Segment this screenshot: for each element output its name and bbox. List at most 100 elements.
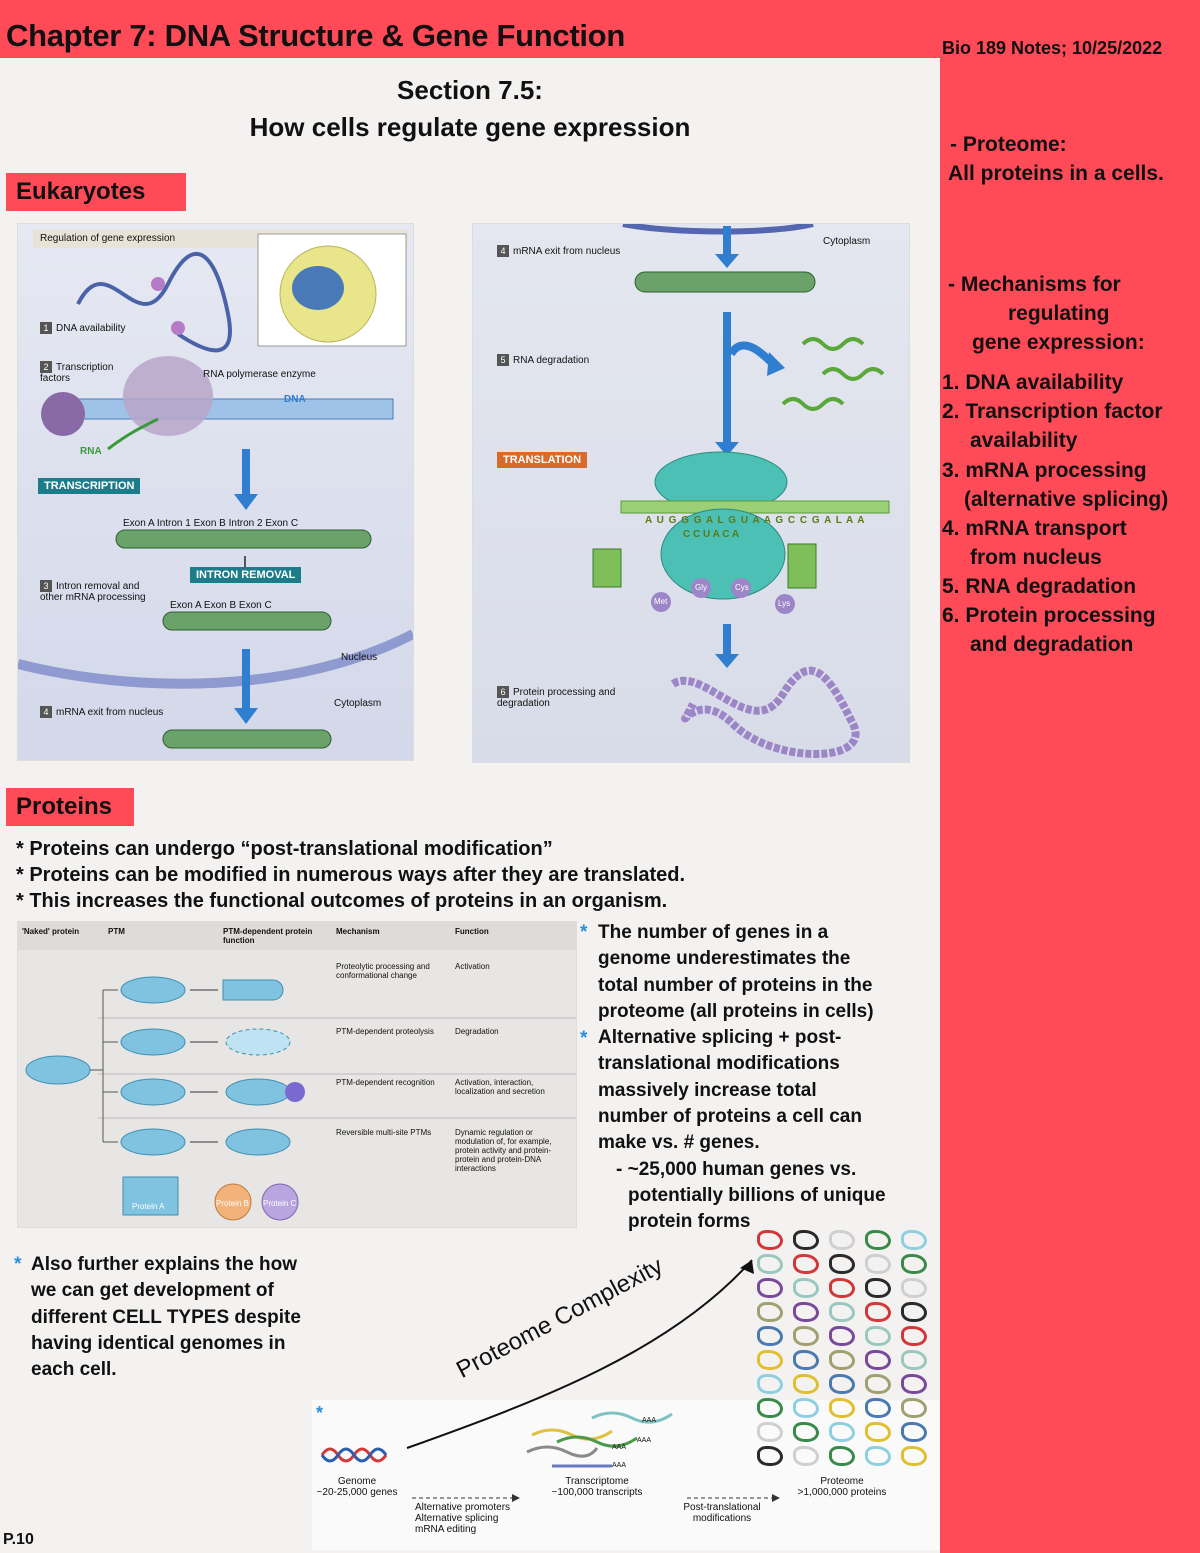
protein-glyph-icon [901, 1230, 927, 1250]
header-naked-protein: 'Naked' protein [22, 927, 80, 936]
protein-a-label: Protein A [132, 1202, 165, 1211]
proteome-label: Proteome >1,000,000 proteins [797, 1476, 887, 1498]
amino-acid-icon [691, 578, 711, 598]
arrow-icon [723, 624, 731, 654]
protein-glyph-icon [793, 1278, 819, 1298]
trna-icon [592, 548, 622, 588]
function-cell: Degradation [455, 1027, 499, 1036]
mrna-bar [162, 611, 332, 631]
protein-bullet: * Proteins can undergo “post-translation… [16, 838, 553, 860]
complexity-arrow [406, 1259, 753, 1449]
protein-glyph-icon [757, 1422, 783, 1442]
protein-glyph-icon [829, 1230, 855, 1250]
protein-glyph-icon [865, 1254, 891, 1274]
protein-glyph-icon [865, 1422, 891, 1442]
codon-sequence: A U G G G A L G U A A G C C G A L A A [645, 515, 866, 526]
naked-protein-icon [25, 1055, 91, 1085]
function-cell: Activation, interaction, localization an… [455, 1078, 545, 1096]
protein-glyph-icon [793, 1302, 819, 1322]
arrow-icon [715, 254, 739, 268]
mechanism-cell: PTM-dependent recognition [336, 1078, 435, 1087]
protein-icon [120, 1078, 186, 1106]
arrow-icon [234, 494, 258, 510]
chapter-title: Chapter 7: DNA Structure & Gene Function [6, 18, 625, 53]
rna-polymerase-label: RNA polymerase enzyme [203, 369, 316, 380]
dna-label: DNA [284, 394, 306, 405]
mechanism-item: availability [970, 429, 1078, 452]
page-number: P.10 [3, 1531, 34, 1548]
star-icon: * [14, 1254, 22, 1275]
mechanisms-title-1: - Mechanisms for [948, 273, 1121, 296]
mrna-bar [162, 729, 332, 749]
protein-glyph-icon [757, 1230, 783, 1250]
mechanism-cell: PTM-dependent proteolysis [336, 1027, 434, 1036]
mechanism-item: 5. RNA degradation [942, 575, 1137, 598]
header-function: Function [455, 927, 489, 936]
nucleus-icon [292, 266, 344, 310]
star-icon: * [580, 922, 588, 943]
protein-c-label: Protein C [263, 1199, 297, 1208]
mechanism-item: 4. mRNA transport [942, 517, 1127, 540]
protein-icon [120, 1028, 186, 1056]
protein-glyph-icon [793, 1446, 819, 1466]
proteome-complexity-figure: Proteome Complexity * Genome ~20-25,000 … [312, 1230, 940, 1550]
cell-types-note: * Also further explains the how we can g… [14, 1254, 301, 1381]
trna-icon [787, 543, 817, 589]
notes-date: Bio 189 Notes; 10/25/2022 [942, 38, 1163, 58]
left-figure-art [18, 230, 413, 749]
branch-arrow [727, 341, 776, 367]
mechanism-item: from nucleus [970, 546, 1102, 569]
protein-glyph-icon [865, 1446, 891, 1466]
nucleus-label: Nucleus [341, 652, 378, 663]
protein-glyph-icon [901, 1302, 927, 1322]
mechanisms-title-2: regulating [1008, 302, 1110, 325]
amino-acid-icon [775, 594, 795, 614]
transcript-icon [591, 1411, 673, 1424]
gene-count-note: * The number of genes in a genome undere… [580, 920, 935, 1236]
nuclear-membrane [622, 224, 814, 235]
proteins-tag: Proteins [6, 788, 134, 826]
anticodon-sequence: C C U A C A [683, 529, 740, 540]
protein-glyph-icon [757, 1374, 783, 1394]
protein-b-label: Protein B [216, 1199, 249, 1208]
binding-partner-icon [285, 1082, 305, 1102]
note-paragraph: The number of genes in a genome underest… [598, 922, 874, 1022]
genome-label: Genome ~20-25,000 genes [316, 1476, 398, 1498]
mechanism-item: 3. mRNA processing [942, 459, 1147, 482]
transcript-icon [526, 1445, 599, 1458]
protein-glyph-icon [829, 1374, 855, 1394]
protein-glyph-icon [829, 1326, 855, 1346]
function-cell: Dynamic regulation or modulation of, for… [455, 1128, 552, 1173]
cys-label: Cys [735, 583, 749, 592]
arrow-head-icon [772, 1494, 780, 1502]
chromatin-icon [76, 252, 232, 353]
protein-glyph-icon [865, 1278, 891, 1298]
exon-labels-bottom: Exon A Exon B Exon C [170, 600, 272, 611]
protein-icon [225, 1128, 291, 1156]
protein-a-icon [122, 1176, 179, 1216]
protein-glyph-icon [901, 1278, 927, 1298]
star-icon: * [580, 1028, 588, 1049]
ptm-step-label: Post-translational modifications [683, 1502, 761, 1524]
protein-glyph-icon [865, 1350, 891, 1370]
section-title: Section 7.5: How cells regulate gene exp… [249, 75, 691, 142]
proteome-definition: All proteins in a cells. [948, 162, 1164, 185]
protein-glyph-icon [865, 1302, 891, 1322]
protein-glyph-icon [865, 1230, 891, 1250]
protein-glyph-icon [901, 1398, 927, 1418]
protein-glyph-icon [865, 1326, 891, 1346]
protein-glyph-icon [793, 1350, 819, 1370]
polya-label: AAA [612, 1444, 627, 1451]
proteome-title: - Proteome: [950, 133, 1067, 156]
translation-tag: TRANSLATION [497, 452, 588, 468]
amino-acid-icon [731, 578, 751, 598]
protein-glyph-icon [901, 1422, 927, 1442]
mechanism-item: 1. DNA availability [942, 371, 1124, 394]
protein-glyph-icon [793, 1254, 819, 1274]
arrow-head-icon [740, 1260, 754, 1274]
arrow-head-icon [512, 1494, 520, 1502]
mrna-bar [634, 271, 816, 293]
